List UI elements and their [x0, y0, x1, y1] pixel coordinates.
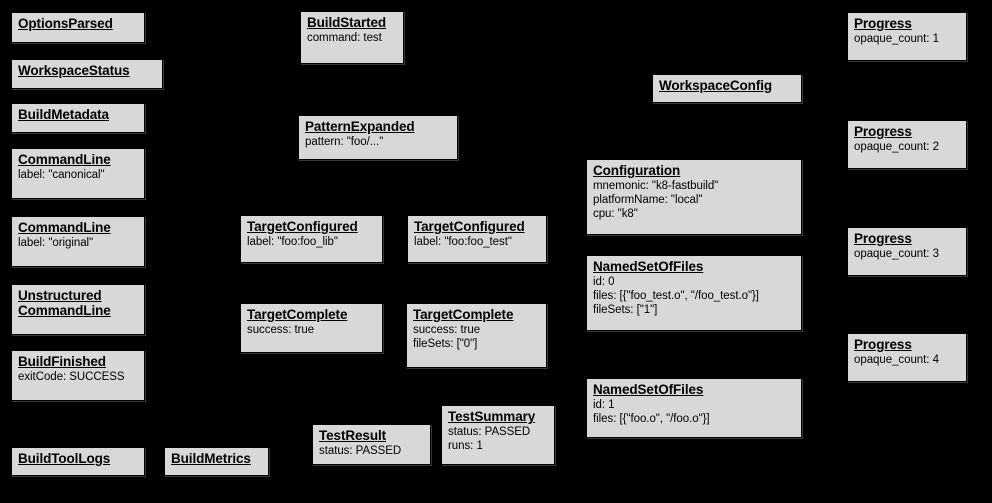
node-title: TargetConfigured — [247, 219, 358, 234]
node-build-metadata[interactable]: BuildMetadata — [11, 103, 145, 133]
node-title: Progress — [854, 16, 912, 31]
node-fields: label: "foo:foo_lib" — [247, 236, 338, 248]
node-title: BuildFinished — [18, 354, 106, 369]
node-title: BuildStarted — [307, 15, 387, 30]
node-target-complete-test[interactable]: TargetComplete success: true fileSets: ["… — [406, 303, 547, 368]
node-pattern-expanded[interactable]: PatternExpanded pattern: "foo/..." — [298, 115, 458, 160]
node-title: Configuration — [593, 163, 681, 178]
node-fields: opaque_count: 1 — [854, 33, 939, 45]
node-build-finished[interactable]: BuildFinished exitCode: SUCCESS — [11, 350, 145, 401]
node-title: TestResult — [319, 428, 387, 443]
node-fields: opaque_count: 4 — [854, 354, 939, 366]
node-title: NamedSetOfFiles — [593, 382, 704, 397]
node-title: CommandLine — [18, 220, 111, 235]
node-fields: status: PASSED — [319, 445, 402, 457]
node-progress-2[interactable]: Progress opaque_count: 2 — [847, 120, 967, 169]
node-title: BuildMetrics — [171, 451, 251, 466]
node-title: WorkspaceStatus — [18, 63, 130, 78]
node-title: OptionsParsed — [18, 16, 113, 31]
node-title: NamedSetOfFiles — [593, 259, 704, 274]
node-build-tool-logs[interactable]: BuildToolLogs — [11, 447, 145, 476]
node-title: TargetComplete — [247, 307, 348, 322]
node-progress-4[interactable]: Progress opaque_count: 4 — [847, 333, 967, 382]
node-title: TestSummary — [448, 409, 536, 424]
node-progress-1[interactable]: Progress opaque_count: 1 — [847, 12, 967, 61]
node-title: TargetComplete — [413, 307, 514, 322]
node-target-configured-lib[interactable]: TargetConfigured label: "foo:foo_lib" — [240, 215, 383, 263]
node-configuration[interactable]: Configuration mnemonic: "k8-fastbuild" pl… — [586, 159, 802, 235]
node-title: BuildMetadata — [18, 107, 109, 122]
node-fields: pattern: "foo/..." — [305, 136, 384, 148]
node-workspace-status[interactable]: WorkspaceStatus — [11, 59, 163, 89]
node-fields: label: "original" — [18, 237, 94, 249]
node-test-result[interactable]: TestResult status: PASSED — [312, 424, 431, 465]
node-title: Progress — [854, 124, 912, 139]
node-fields: opaque_count: 3 — [854, 248, 939, 260]
node-fields: id: 1 files: [{"foo.o", "/foo.o"}] — [593, 399, 710, 425]
node-build-started[interactable]: BuildStarted command: test — [300, 11, 404, 64]
node-title: BuildToolLogs — [18, 451, 111, 466]
node-named-set-of-files-0[interactable]: NamedSetOfFiles id: 0 files: [{"foo_test.… — [586, 255, 802, 331]
node-options-parsed[interactable]: OptionsParsed — [11, 12, 145, 43]
node-build-metrics[interactable]: BuildMetrics — [164, 447, 269, 476]
node-fields: id: 0 files: [{"foo_test.o", "/foo_test.… — [593, 276, 759, 316]
node-title: WorkspaceConfig — [659, 78, 773, 93]
node-fields: label: "canonical" — [18, 169, 105, 181]
node-title: Progress — [854, 337, 912, 352]
node-title: TargetConfigured — [414, 219, 525, 234]
node-workspace-config[interactable]: WorkspaceConfig — [652, 74, 802, 103]
node-fields: opaque_count: 2 — [854, 141, 939, 153]
node-fields: mnemonic: "k8-fastbuild" platformName: "… — [593, 180, 719, 220]
node-fields: success: true — [247, 324, 315, 336]
node-title: CommandLine — [18, 152, 111, 167]
node-fields: exitCode: SUCCESS — [18, 371, 125, 383]
node-progress-3[interactable]: Progress opaque_count: 3 — [847, 227, 967, 276]
node-title: Progress — [854, 231, 912, 246]
node-target-complete-lib[interactable]: TargetComplete success: true — [240, 303, 383, 353]
node-target-configured-test[interactable]: TargetConfigured label: "foo:foo_test" — [407, 215, 547, 263]
node-title: Unstructured CommandLine — [18, 288, 111, 318]
node-fields: success: true fileSets: ["0"] — [413, 324, 481, 350]
node-unstructured-command-line[interactable]: Unstructured CommandLine — [11, 284, 145, 335]
node-named-set-of-files-1[interactable]: NamedSetOfFiles id: 1 files: [{"foo.o", "… — [586, 378, 802, 438]
node-test-summary[interactable]: TestSummary status: PASSED runs: 1 — [441, 405, 555, 465]
node-command-line-canonical[interactable]: CommandLine label: "canonical" — [11, 148, 145, 199]
node-title: PatternExpanded — [305, 119, 415, 134]
node-fields: status: PASSED runs: 1 — [448, 426, 531, 452]
node-command-line-original[interactable]: CommandLine label: "original" — [11, 216, 145, 267]
node-fields: label: "foo:foo_test" — [414, 236, 512, 248]
node-fields: command: test — [307, 32, 382, 44]
